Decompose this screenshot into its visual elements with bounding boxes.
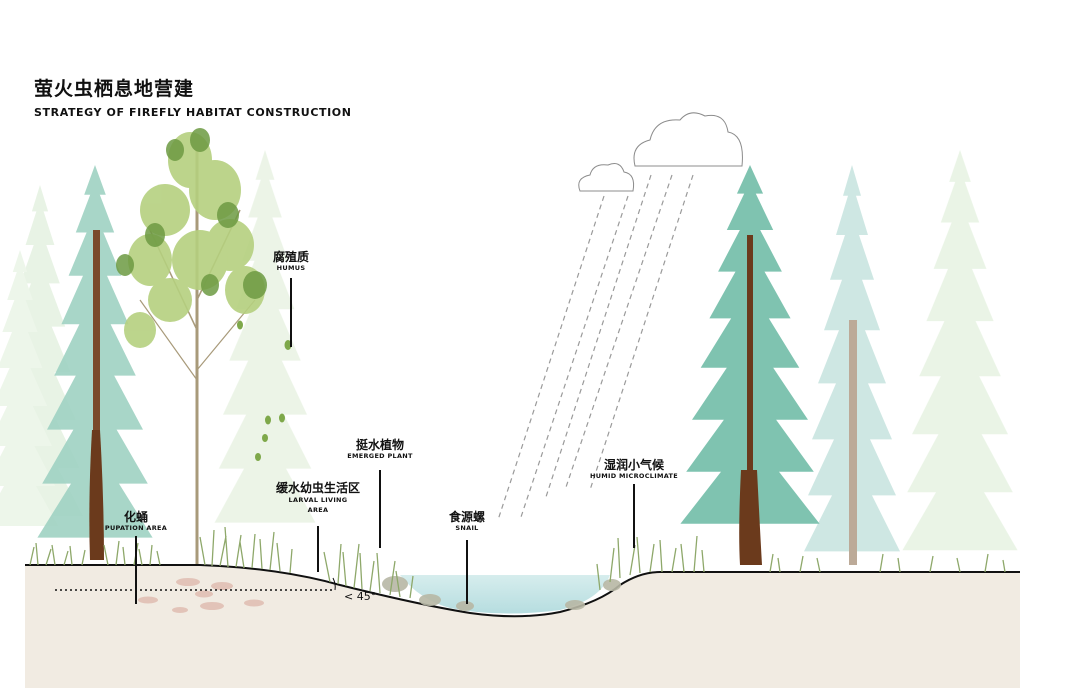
callout-humus-cn: 腐殖质 bbox=[272, 250, 309, 264]
angle-marker bbox=[332, 577, 336, 591]
deciduous-tree bbox=[116, 128, 292, 565]
tree-trunk bbox=[747, 235, 753, 565]
callout-lines bbox=[135, 278, 635, 604]
page-subtitle: STRATEGY OF FIREFLY HABITAT CONSTRUCTION bbox=[34, 106, 352, 119]
right-conifers bbox=[680, 165, 900, 565]
callout-pupation-en: PUPATION AREA bbox=[104, 524, 168, 532]
deciduous-tree-icon bbox=[124, 132, 265, 348]
callout-snail-cn: 食源螺 bbox=[448, 510, 485, 524]
slope-angle-label: < 45° bbox=[344, 590, 377, 603]
title-block: 萤火虫栖息地营建 STRATEGY OF FIREFLY HABITAT CON… bbox=[34, 76, 352, 119]
tree-trunk bbox=[849, 320, 857, 565]
callout-emerged-plant-en: EMERGED PLANT bbox=[347, 452, 413, 460]
callout-humus: 腐殖质 HUMUS bbox=[266, 250, 316, 273]
stone-icon bbox=[138, 578, 264, 613]
left-conifer bbox=[37, 165, 153, 560]
callout-larval-living-cn: 缓水幼虫生活区 bbox=[275, 481, 360, 495]
callout-humid-cn: 湿润小气候 bbox=[603, 458, 664, 472]
callout-pupation-cn: 化蛹 bbox=[123, 510, 148, 524]
rain-icon bbox=[497, 174, 694, 521]
callout-larval-living: 缓水幼虫生活区 LARVAL LIVING AREA bbox=[263, 481, 373, 515]
grass-icon bbox=[29, 526, 1006, 599]
conifer-tree-icon bbox=[902, 150, 1018, 551]
page-title: 萤火虫栖息地营建 bbox=[34, 78, 195, 100]
callout-snail: 食源螺 SNAIL bbox=[437, 510, 497, 533]
cloud-icon bbox=[578, 163, 635, 192]
callout-snail-en: SNAIL bbox=[455, 524, 479, 532]
ground bbox=[25, 565, 1020, 688]
stone-icon bbox=[382, 576, 621, 611]
callout-larval-living-en1: LARVAL LIVING bbox=[288, 496, 348, 504]
cloud-icon bbox=[633, 112, 743, 167]
tree-trunk bbox=[93, 230, 100, 560]
callout-humus-en: HUMUS bbox=[276, 264, 306, 272]
callout-humid-microclimate: 湿润小气候 HUMID MICROCLIMATE bbox=[584, 458, 684, 481]
callout-humid-en: HUMID MICROCLIMATE bbox=[589, 472, 679, 480]
falling-leaves bbox=[237, 320, 292, 461]
callout-emerged-plant: 挺水植物 EMERGED PLANT bbox=[330, 438, 430, 461]
callout-emerged-plant-cn: 挺水植物 bbox=[355, 438, 404, 452]
water-body bbox=[400, 575, 610, 614]
callout-pupation: 化蛹 PUPATION AREA bbox=[96, 510, 176, 533]
callout-larval-living-en2: AREA bbox=[307, 506, 329, 514]
